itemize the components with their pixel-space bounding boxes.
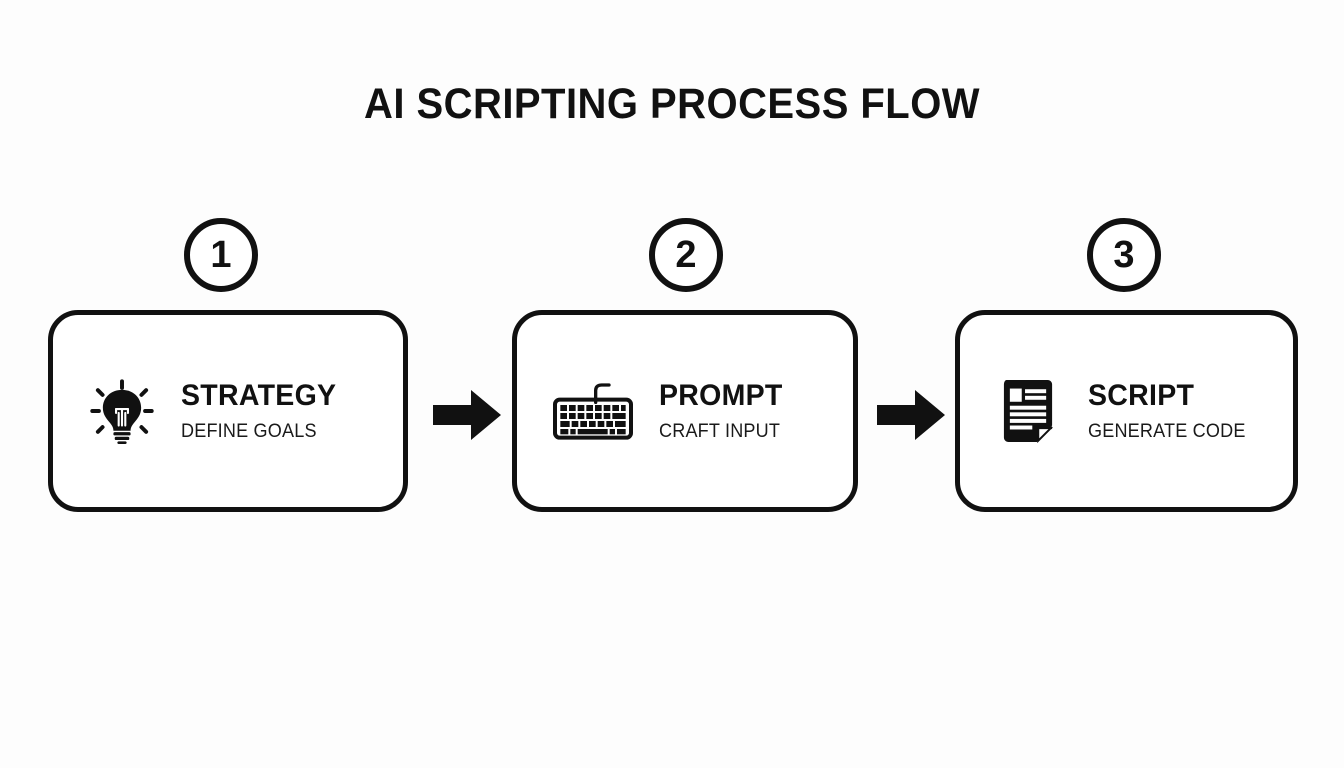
process-step-3[interactable]: 3 [955,218,1298,512]
document-icon [1003,379,1053,444]
step-number-badge-2: 2 [649,218,723,292]
step-subtitle-1: DEFINE GOALS [181,421,317,442]
step-card-2[interactable]: PROMPT CRAFT INPUT [512,310,858,512]
keyboard-icon [553,383,633,440]
page-title: AI SCRIPTING PROCESS FLOW [364,80,980,128]
step-card-content-3: SCRIPT GENERATE CODE [960,378,1254,444]
process-step-1[interactable]: 1 [48,218,408,512]
step-text-2: PROMPT CRAFT INPUT [659,379,789,442]
step-subtitle-2: CRAFT INPUT [659,421,781,442]
step-number-badge-1: 1 [184,218,258,292]
step-card-3[interactable]: SCRIPT GENERATE CODE [955,310,1298,512]
step-card-1[interactable]: STRATEGY DEFINE GOALS [48,310,408,512]
lightbulb-icon [90,379,154,444]
step-title-2: PROMPT [659,379,783,412]
step-title-3: SCRIPT [1088,379,1195,412]
arrow-right-icon [877,390,945,440]
step-card-content-1: STRATEGY DEFINE GOALS [53,378,345,444]
process-step-2[interactable]: 2 [512,218,858,512]
step-card-content-2: PROMPT CRAFT INPUT [517,381,789,441]
step-number-badge-3: 3 [1087,218,1161,292]
step-subtitle-3: GENERATE CODE [1088,421,1246,442]
step-text-3: SCRIPT GENERATE CODE [1088,379,1254,442]
arrow-right-icon [433,390,501,440]
step-text-1: STRATEGY DEFINE GOALS [181,379,345,442]
step-title-1: STRATEGY [181,379,337,412]
